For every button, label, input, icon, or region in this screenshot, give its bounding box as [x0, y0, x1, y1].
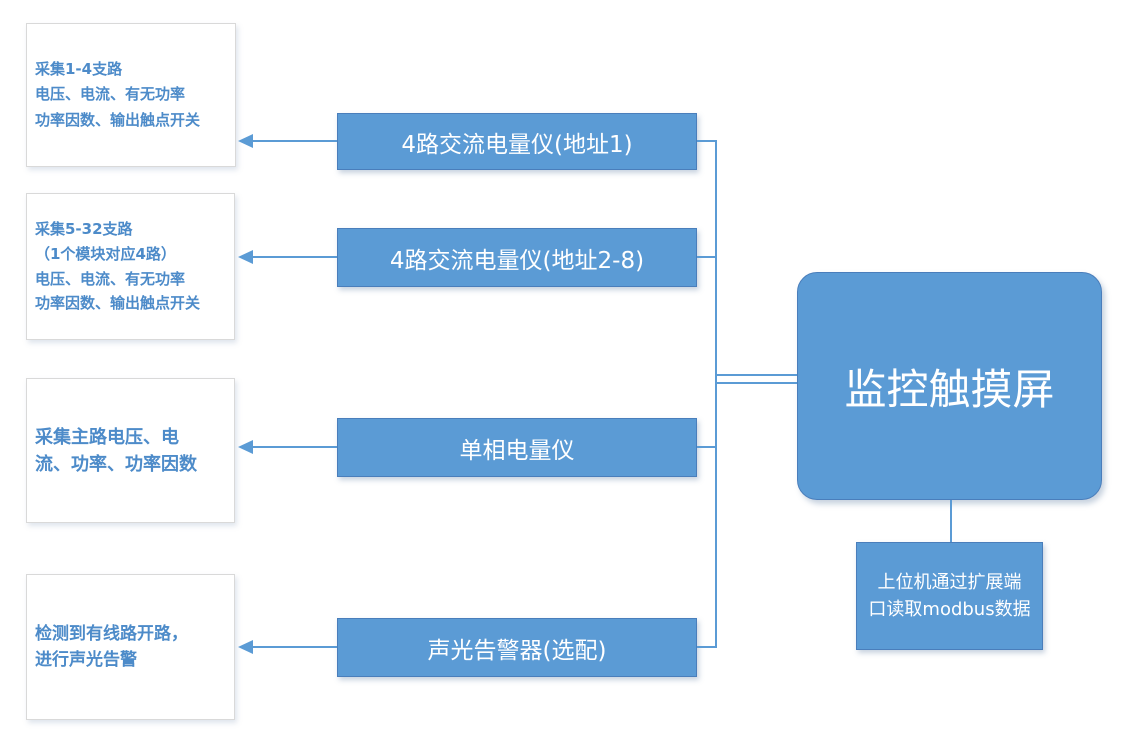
desc-line: 采集1-4支路	[35, 59, 123, 78]
device-box-label: 4路交流电量仪(地址1)	[401, 131, 633, 158]
desc-line: 采集主路电压、电	[35, 426, 179, 448]
connector-arrow-line-3	[252, 446, 337, 448]
desc-line: 检测到有线路开路，	[35, 623, 188, 644]
connector-main-to-note	[950, 500, 952, 542]
device-box-label: 声光告警器(选配)	[427, 637, 607, 664]
desc-line: 功率因数、输出触点开关	[35, 294, 201, 313]
device-box-label: 4路交流电量仪(地址2-8)	[389, 247, 645, 274]
note-line: 上位机通过扩展端	[877, 572, 1022, 593]
desc-line: 功率因数、输出触点开关	[35, 110, 201, 129]
arrow-left-icon	[238, 440, 253, 454]
connector-bus-to-main-upper	[715, 374, 797, 376]
desc-line: 电压、电流、有无功率	[35, 85, 186, 104]
note-line: 口读取modbus数据	[868, 599, 1031, 620]
connector-arrow-line-4	[252, 646, 337, 648]
desc-line: （1个模块对应4路）	[35, 244, 176, 263]
connector-bus-to-main-lower	[715, 382, 797, 384]
connector-stub-2	[697, 256, 717, 258]
connector-bus-vertical	[715, 140, 717, 648]
desc-line: 流、功率、功率因数	[35, 453, 197, 475]
main-box-label: 监控触摸屏	[844, 364, 1055, 414]
main-box-monitor-touchscreen: 监控触摸屏	[797, 272, 1102, 500]
arrow-left-icon	[238, 640, 253, 654]
device-box-sound-light-alarm: 声光告警器(选配)	[337, 618, 697, 677]
device-box-label: 单相电量仪	[459, 437, 575, 464]
desc-line: 电压、电流、有无功率	[35, 269, 186, 288]
arrow-left-icon	[238, 250, 253, 264]
desc-line: 采集5-32支路	[35, 220, 133, 238]
connector-arrow-line-1	[252, 140, 337, 142]
device-box-single-phase-meter: 单相电量仪	[337, 418, 697, 477]
note-box-modbus: 上位机通过扩展端 口读取modbus数据	[856, 542, 1043, 650]
desc-box-open-circuit-alarm: 检测到有线路开路， 进行声光告警	[26, 574, 235, 720]
connector-stub-1	[697, 140, 717, 142]
device-box-ac-meter-addr2-8: 4路交流电量仪(地址2-8)	[337, 228, 697, 287]
desc-box-main-circuit: 采集主路电压、电 流、功率、功率因数	[26, 378, 235, 523]
device-box-ac-meter-addr1: 4路交流电量仪(地址1)	[337, 113, 697, 170]
desc-box-channels-5-32: 采集5-32支路 （1个模块对应4路） 电压、电流、有无功率 功率因数、输出触点…	[26, 193, 235, 340]
connector-stub-4	[697, 646, 717, 648]
connector-arrow-line-2	[252, 256, 337, 258]
arrow-left-icon	[238, 134, 253, 148]
desc-box-channels-1-4: 采集1-4支路 电压、电流、有无功率 功率因数、输出触点开关	[26, 23, 236, 167]
connector-stub-3	[697, 446, 717, 448]
desc-line: 进行声光告警	[35, 650, 137, 670]
